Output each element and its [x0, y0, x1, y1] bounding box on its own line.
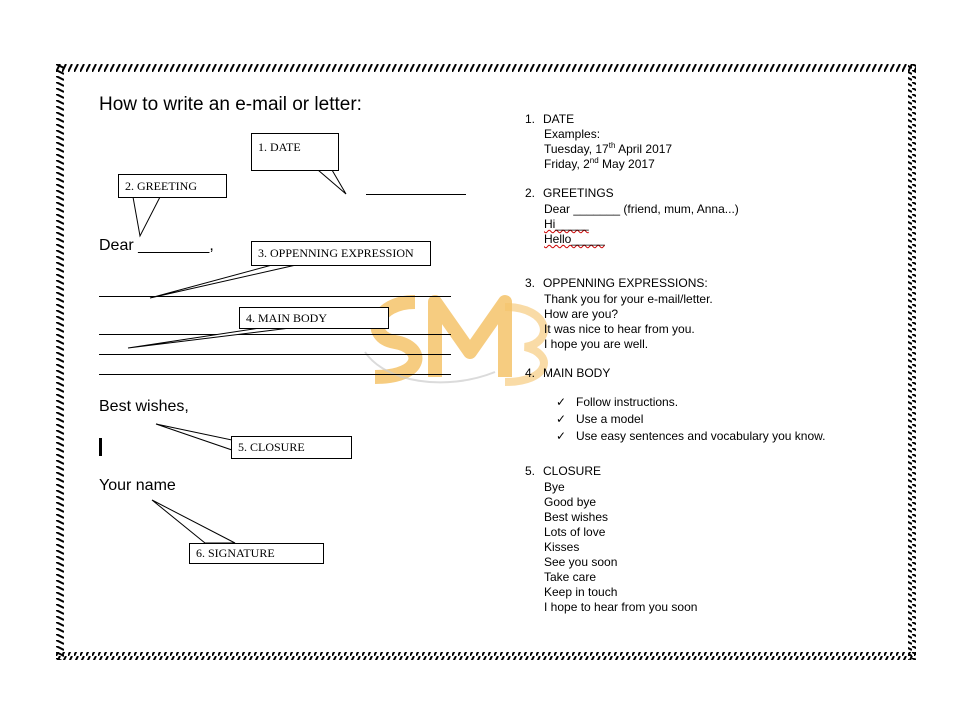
section-main-body-items: ✓Follow instructions. ✓Use a model ✓Use … — [556, 394, 825, 445]
greeting-example-hi: Hi_____ — [544, 217, 589, 231]
list-item: Good bye — [544, 495, 597, 509]
section-date-heading: 1.DATE — [525, 112, 575, 126]
list-item: ✓Follow instructions. — [556, 395, 679, 409]
page-title: How to write an e-mail or letter: — [99, 94, 362, 115]
list-item: Best wishes — [544, 510, 609, 524]
watermark-logo — [364, 295, 548, 386]
list-item: Lots of love — [544, 525, 606, 539]
section-closure-items: Bye Good bye Best wishes Lots of love Ki… — [544, 480, 697, 615]
section-closure-heading: 5.CLOSURE — [525, 464, 602, 478]
section-opening-items: Thank you for your e-mail/letter. How ar… — [544, 292, 713, 352]
examples-label: Examples: — [544, 127, 601, 141]
list-item: Thank you for your e-mail/letter. — [544, 292, 713, 306]
list-item: ✓Use a model — [556, 412, 644, 426]
greeting-line: Dear ________, — [99, 237, 214, 254]
section-main-body-heading: 4.MAIN BODY — [525, 366, 611, 380]
list-item: Kisses — [544, 540, 580, 554]
signature-callout-pointer — [151, 499, 236, 544]
page-border — [56, 64, 916, 660]
list-item: See you soon — [544, 555, 618, 569]
section-greetings-heading: 2.GREETINGS — [525, 186, 614, 200]
date-example-2: Friday, 2nd May 2017 — [544, 156, 655, 172]
date-callout-pointer — [316, 169, 347, 195]
closing-line: Best wishes, — [99, 398, 189, 415]
section-date-items: Examples: Tuesday, 17th April 2017 Frida… — [544, 127, 672, 172]
date-callout: 1. DATE — [251, 133, 339, 171]
body-line-2 — [99, 334, 451, 335]
opening-callout: 3. OPPENNING EXPRESSION — [251, 241, 431, 266]
closure-callout-pointer — [155, 423, 233, 451]
greeting-callout-pointer — [132, 196, 161, 238]
check-icon: ✓ — [556, 429, 567, 443]
section-opening-heading: 3.OPPENNING EXPRESSIONS: — [525, 276, 708, 290]
opening-callout-pointer — [149, 264, 297, 299]
date-blank-line — [366, 194, 466, 195]
greeting-callout: 2. GREETING — [118, 174, 227, 198]
body-line-4 — [99, 374, 451, 375]
list-item: I hope to hear from you soon — [544, 600, 698, 614]
section-greetings-items: Dear _______ (friend, mum, Anna...) Hi__… — [544, 202, 739, 247]
main-body-callout: 4. MAIN BODY — [239, 307, 389, 329]
closure-callout: 5. CLOSURE — [231, 436, 352, 459]
check-icon: ✓ — [556, 395, 567, 409]
text-cursor — [99, 438, 102, 456]
signature-line: Your name — [99, 477, 176, 494]
list-item: Take care — [544, 570, 597, 584]
greeting-example-hello: Hello_____ — [544, 232, 605, 246]
date-example-1: Tuesday, 17th April 2017 — [544, 141, 673, 157]
list-item: ✓Use easy sentences and vocabulary you k… — [556, 429, 826, 443]
body-line-1 — [99, 296, 451, 297]
list-item: It was nice to hear from you. — [544, 322, 695, 336]
list-item: Bye — [544, 480, 565, 494]
check-icon: ✓ — [556, 412, 567, 426]
greeting-example-dear: Dear _______ (friend, mum, Anna...) — [544, 202, 739, 216]
list-item: Keep in touch — [544, 585, 618, 599]
main-body-callout-pointer — [127, 327, 291, 349]
signature-callout: 6. SIGNATURE — [189, 543, 324, 564]
body-line-3 — [99, 354, 451, 355]
list-item: How are you? — [544, 307, 619, 321]
list-item: I hope you are well. — [544, 337, 649, 351]
